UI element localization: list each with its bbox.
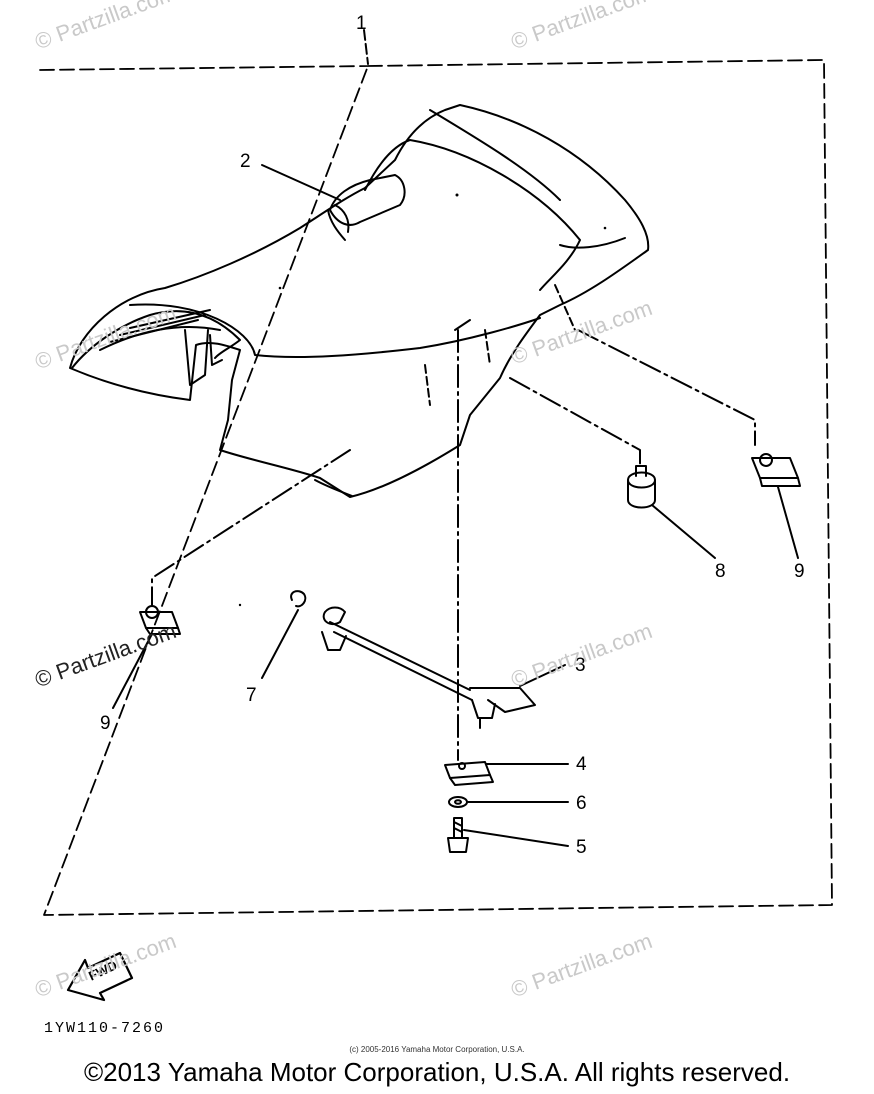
part-code: 1YW110-7260	[44, 1020, 166, 1037]
lock-rod-3	[329, 621, 473, 701]
leader-8-part	[651, 504, 716, 559]
leader-3	[519, 664, 566, 687]
leader-9l-part	[112, 633, 153, 709]
leader-5	[463, 829, 569, 847]
small-copyright: (c) 2005-2016 Yamaha Motor Corporation, …	[349, 1045, 525, 1054]
leader-2	[261, 164, 341, 201]
washer-6	[448, 796, 468, 808]
leader-9-right	[577, 329, 756, 446]
callout-4: 4	[576, 754, 587, 775]
leader-8	[509, 377, 641, 469]
main-copyright: ©2013 Yamaha Motor Corporation, U.S.A. A…	[83, 1057, 791, 1087]
seat-lock-tube	[329, 174, 406, 226]
callout-1: 1	[356, 13, 367, 34]
callout-9-right: 9	[794, 561, 805, 582]
fwd-arrow-outline	[66, 951, 134, 1002]
assembly-boundary	[39, 59, 833, 916]
callout-6: 6	[576, 793, 587, 814]
seat-body	[69, 104, 650, 498]
damper-8	[627, 471, 656, 509]
callout-8: 8	[715, 561, 726, 582]
callout-2: 2	[240, 151, 251, 172]
leader-1	[363, 29, 369, 65]
hook-7	[290, 590, 307, 608]
callout-7: 7	[246, 685, 257, 706]
leader-7	[261, 609, 299, 679]
leader-9r-part	[777, 486, 799, 559]
leader-9-left	[151, 449, 351, 606]
bracket-4	[444, 761, 491, 779]
callout-5: 5	[576, 837, 587, 858]
callout-9-left: 9	[100, 713, 111, 734]
clip-nut-9-right	[751, 457, 799, 479]
callout-3: 3	[575, 655, 586, 676]
